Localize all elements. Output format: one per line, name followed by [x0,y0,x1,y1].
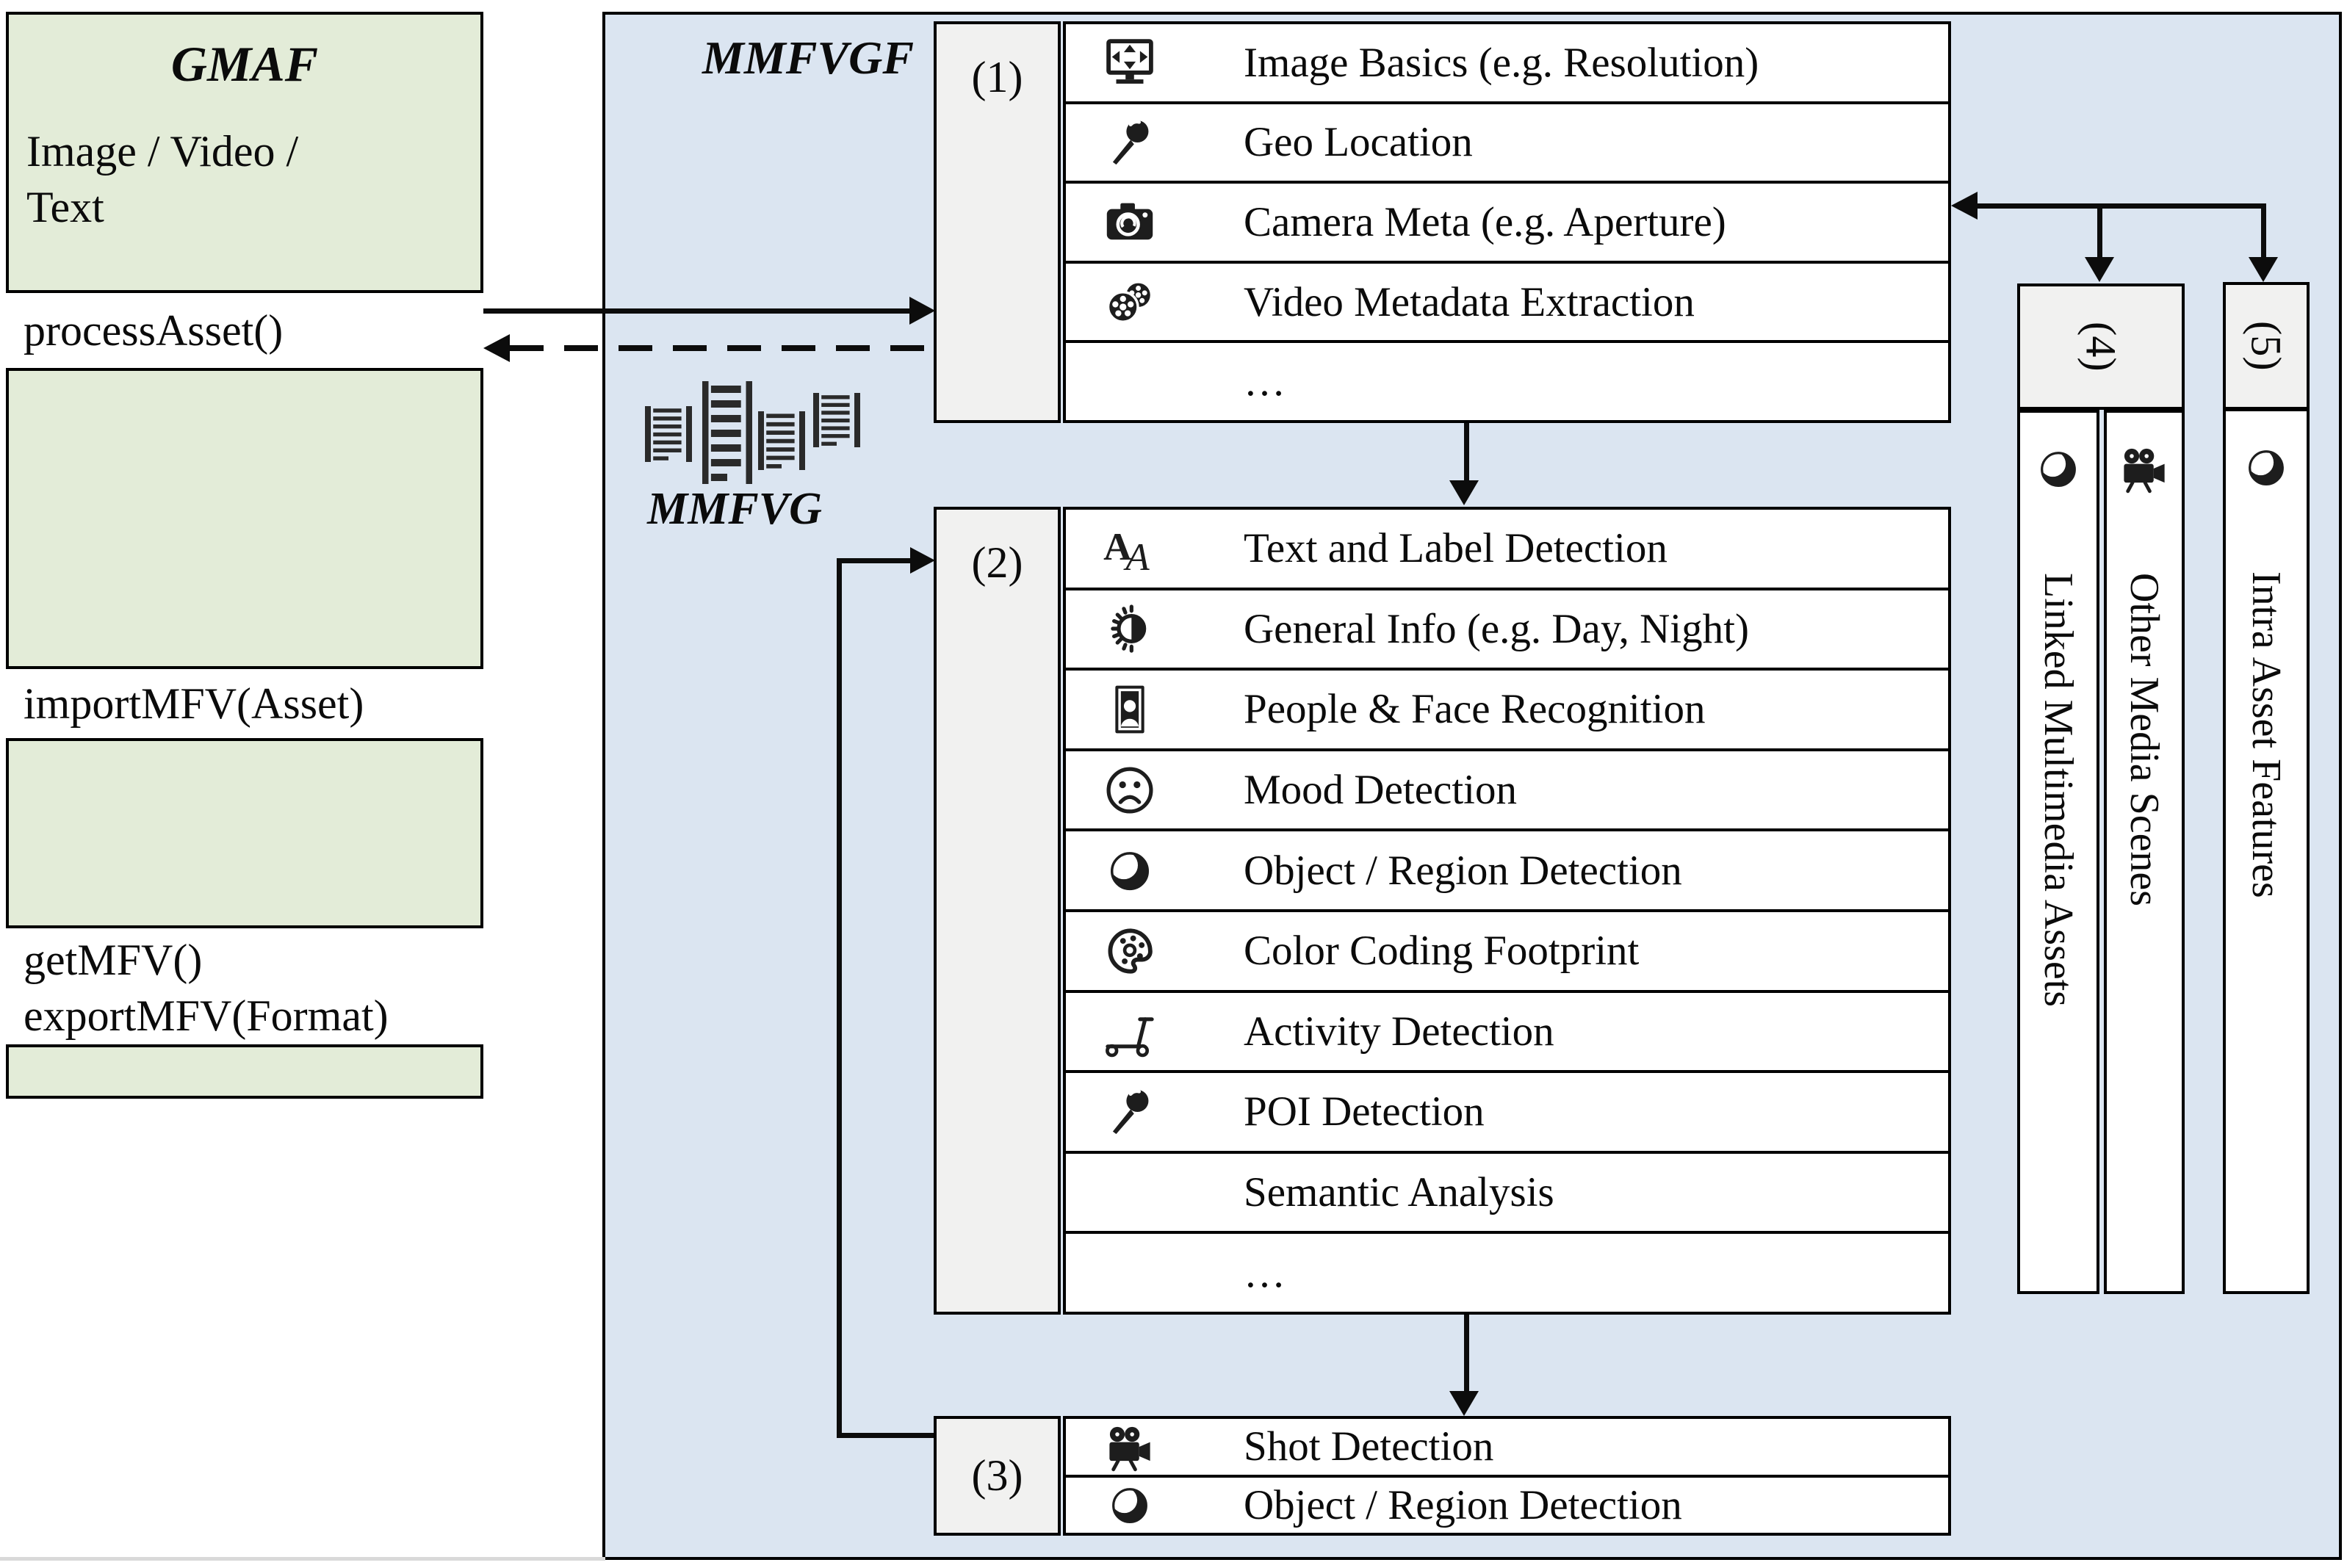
table-row: Semantic Analysis [1066,1154,1948,1235]
feature-vector-icon [758,411,805,470]
table-row: Camera Meta (e.g. Aperture) [1066,184,1948,264]
export-mfv-method: exportMFV(Format) [24,991,389,1040]
export-methods-row: getMFV() exportMFV(Format) [6,925,483,1047]
geo-pin-icon [1089,115,1170,170]
group-2-rows: Text and Label Detection General Info (e… [1063,507,1951,1315]
palette-icon [1089,924,1170,978]
movie-camera-icon [2119,413,2169,494]
table-row: Video Metadata Extraction [1066,264,1948,344]
feature-vector-icon [813,393,860,447]
table-row: … [1244,358,1297,405]
group-4-label: (4) [2017,283,2185,410]
table-row: Color Coding Footprint [1066,912,1948,993]
gmaf-class-box: GMAF Image / Video / Text processAsset()… [6,12,483,1099]
group-3-label: (3) [934,1416,1061,1536]
table-row: Mood Detection [1066,751,1948,832]
group-2-label: (2) [934,507,1061,1315]
gmaf-asset-types: Image / Video / Text [26,123,298,235]
feature-vector-icon [645,406,692,462]
group-4-column-linked-assets: Linked Multimedia Assets [2017,410,2099,1294]
table-row: General Info (e.g. Day, Night) [1066,590,1948,671]
scooter-icon [1089,1004,1170,1058]
table-row: … [1244,1249,1297,1296]
table-row: Geo Location [1066,104,1948,184]
sad-face-icon [1089,763,1170,817]
table-row: Object / Region Detection [1066,831,1948,912]
film-reel-icon [1089,275,1170,329]
mmfvgf-title: MMFVGF [702,32,915,84]
movie-camera-icon [1089,1422,1170,1472]
group-5-label: (5) [2223,282,2310,410]
table-row: Activity Detection [1066,993,1948,1074]
page-bottom-rule [0,1557,605,1561]
feature-vector-icon [702,381,752,484]
moon-icon [1089,843,1170,897]
asset-types-line2: Text [26,183,104,231]
table-row: POI Detection [1066,1073,1948,1154]
moon-icon [1089,1480,1170,1530]
group-1-label: (1) [934,21,1061,423]
table-row: Shot Detection [1066,1419,1948,1478]
moon-icon [2241,411,2291,492]
process-asset-method: processAsset() [6,290,483,371]
asset-types-line1: Image / Video / [26,127,299,176]
get-mfv-method: getMFV() [24,936,203,984]
group-1-rows: Image Basics (e.g. Resolution) Geo Locat… [1063,21,1951,423]
moon-icon [2033,413,2083,494]
group-5-column-intra-features: Intra Asset Features [2223,408,2310,1294]
screen-resolution-icon [1089,35,1170,90]
mmfvg-label: MMFVG [647,484,822,534]
group-4-column-other-scenes: Other Media Scenes [2104,410,2185,1294]
table-row: Image Basics (e.g. Resolution) [1066,24,1948,104]
import-mfv-method: importMFV(Asset) [6,666,483,741]
poi-pin-icon [1089,1085,1170,1139]
group-3-rows: Shot Detection Object / Region Detection [1063,1416,1951,1536]
table-row: People & Face Recognition [1066,671,1948,751]
camera-icon [1089,195,1170,249]
gmaf-title: GMAF [170,36,319,92]
portrait-icon [1089,682,1170,737]
text-label-icon [1089,521,1170,576]
table-row: Object / Region Detection [1066,1478,1948,1533]
brightness-icon [1089,601,1170,656]
table-row: Text and Label Detection [1066,510,1948,590]
